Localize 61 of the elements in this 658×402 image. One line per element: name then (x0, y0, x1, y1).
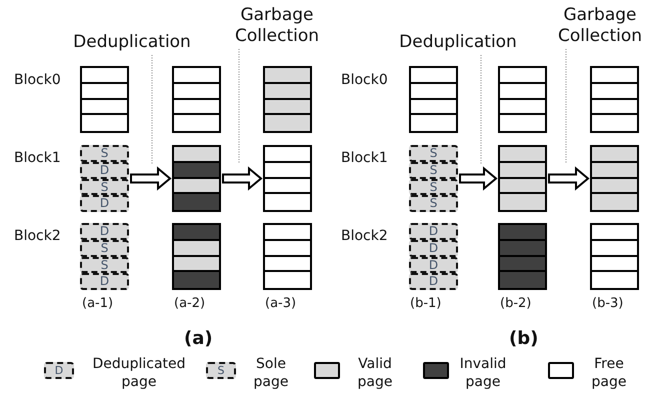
panel-label: (b) (509, 328, 538, 349)
memory-block (263, 66, 312, 133)
column-label: (b-2) (500, 296, 532, 311)
memory-block (498, 223, 547, 290)
column-label: (a-1) (82, 296, 114, 311)
legend-text: Sole page (252, 355, 290, 391)
page-slot: S (409, 162, 458, 178)
page-slot: S (409, 145, 458, 162)
column-label: (a-2) (174, 296, 206, 311)
block-arrow (548, 166, 590, 191)
block-arrow (222, 166, 263, 191)
page-letter: D (54, 364, 64, 377)
page-slot: D (80, 162, 129, 178)
page-slot: S (80, 145, 129, 162)
memory-block (590, 145, 639, 212)
column-label: (b-3) (592, 296, 624, 311)
block-label: Block1 (341, 150, 388, 166)
page-slot: S (409, 195, 458, 212)
block-label: Block2 (14, 228, 61, 244)
page-slot: S (80, 240, 129, 256)
leader-line (480, 54, 482, 164)
page-letter: S (216, 364, 226, 377)
page-slot: D (80, 223, 129, 240)
page-slot: S (80, 178, 129, 196)
block-label: Block0 (14, 72, 61, 88)
memory-block (498, 66, 547, 133)
memory-block (498, 145, 547, 212)
legend-text: Invalid page (458, 355, 508, 391)
memory-block (590, 66, 639, 133)
memory-block (263, 145, 312, 212)
memory-block (172, 145, 221, 212)
leader-line (238, 48, 240, 164)
page-slot: D (409, 256, 458, 274)
memory-block (409, 66, 458, 133)
step-label: Deduplication (378, 32, 538, 53)
memory-block (172, 223, 221, 290)
page-slot: D (80, 273, 129, 290)
memory-block (590, 223, 639, 290)
column-label: (a-3) (265, 296, 296, 311)
step-label: Garbage Collection (555, 5, 645, 47)
memory-block (172, 66, 221, 133)
page-slot: D (80, 195, 129, 212)
page-slot: S (80, 256, 129, 274)
column-label: (b-1) (410, 296, 442, 311)
block-label: Block2 (341, 228, 388, 244)
block-arrow (459, 166, 498, 191)
step-label: Garbage Collection (232, 5, 322, 47)
memory-block (80, 66, 129, 133)
step-label: Deduplication (52, 32, 212, 53)
block-label: Block1 (14, 150, 61, 166)
memory-block (263, 223, 312, 290)
legend-text: Deduplicated page (91, 355, 187, 391)
legend-text: Valid page (356, 355, 394, 391)
page-slot: S (409, 178, 458, 196)
page-slot: D (409, 273, 458, 290)
block-arrow (130, 166, 172, 191)
page-slot: D (409, 223, 458, 240)
block-label: Block0 (341, 72, 388, 88)
legend-text: Free page (590, 355, 628, 391)
page-slot: D (409, 240, 458, 256)
panel-label: (a) (184, 328, 213, 349)
